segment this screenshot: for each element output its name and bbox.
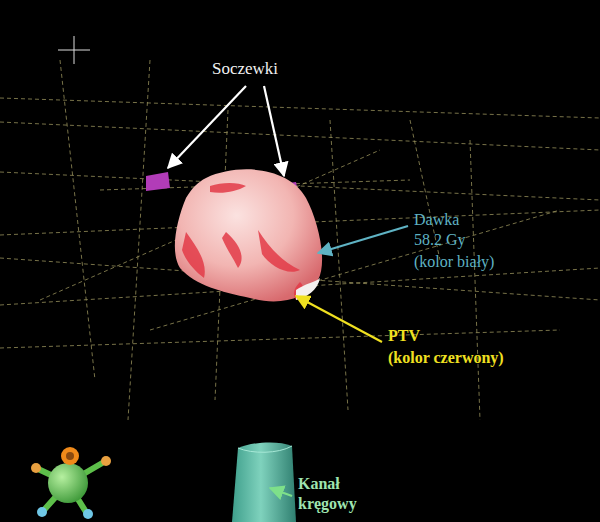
ptv-surface: [182, 183, 303, 300]
lens-left: [146, 172, 170, 191]
lens-label: Soczewki: [212, 58, 278, 79]
ptv-color-note: (kolor czerwony): [388, 348, 504, 368]
dose-label: Dawka 58.2 Gy: [414, 210, 476, 250]
dose-volume: [175, 169, 322, 301]
dose-color-note: (kolor biały): [414, 252, 494, 272]
ptv-label: PTV: [388, 326, 420, 346]
axis-cross: [58, 36, 90, 64]
spinal-canal: [232, 442, 296, 522]
orientation-figure: [31, 447, 111, 519]
canal-label: Kanał kręgowy: [298, 474, 376, 514]
spinal-canal-rim: [238, 446, 292, 452]
leader-lines: [168, 86, 408, 496]
grid-lines: [0, 60, 600, 420]
